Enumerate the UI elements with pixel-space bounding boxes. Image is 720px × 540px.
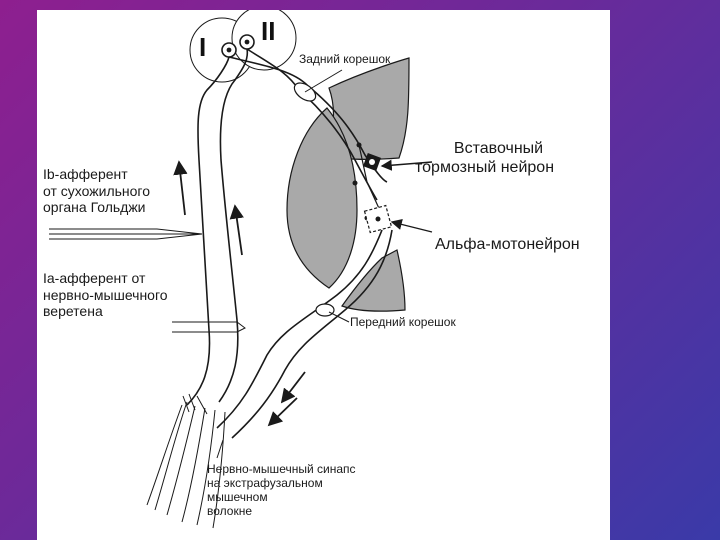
ia-afferent-line-1: Ia-афферент от	[43, 270, 146, 286]
ventral-root-label: Передний корешок	[350, 315, 456, 329]
ia-direction-arrow	[229, 204, 244, 256]
afferent-fibre-inner	[218, 48, 249, 403]
synapse-label: Нервно-мышечный синапс на экстрафузально…	[207, 462, 356, 519]
ventral-root-pointer	[328, 311, 350, 323]
interneuron-label-line-2: тормозный нейрон	[415, 158, 555, 176]
motoneuron-pointer	[390, 218, 433, 233]
interneuron-label-line-1: Вставочный	[453, 140, 544, 157]
interneuron-pointer	[380, 159, 433, 171]
efferent-fibre	[216, 229, 383, 429]
ia-pointer	[172, 321, 246, 333]
ia-afferent-line-3: веретена	[43, 303, 103, 320]
ia-afferent-label: Ia-афферент от нервно-мышечного веретена	[43, 270, 168, 320]
muscle-bundle	[146, 393, 226, 529]
receptor-label-two: II	[261, 16, 276, 46]
synapse-pointer	[216, 439, 224, 459]
synapse-line-3: мышечном	[207, 490, 268, 505]
synapse-line-4: волокне	[207, 504, 253, 519]
ventral-root-cut	[315, 303, 335, 317]
ib-direction-arrow	[173, 160, 188, 216]
interneuron-label: Вставочный тормозный нейрон	[415, 140, 554, 178]
interneuron-link	[358, 144, 383, 216]
efferent-arrow-upper	[280, 371, 306, 404]
ib-afferent-line-1: Ib-афферент	[43, 166, 128, 182]
efferent-fibre-outer	[231, 229, 393, 439]
grey-matter-body	[286, 107, 358, 289]
diagram-panel: I II Задний корешок Вставочный тормозный…	[37, 10, 610, 540]
alpha-motoneuron-label: Альфа-мотонейрон	[435, 236, 580, 253]
ventral-horn	[341, 249, 406, 312]
ib-afferent-line-2: от сухожильного	[43, 182, 151, 199]
ib-afferent-line-3: органа Гольджи	[43, 199, 146, 216]
efferent-arrow-lower	[267, 397, 298, 427]
synapse-line-2: на экстрафузальном	[207, 476, 323, 491]
ib-afferent-label: Ib-афферент от сухожильного органа Гольд…	[43, 166, 150, 216]
dorsal-root-pointer	[304, 69, 343, 93]
ia-afferent-line-2: нервно-мышечного	[43, 286, 168, 303]
reflex-arc-diagram	[49, 10, 433, 529]
receptor-label-one: I	[199, 32, 207, 62]
afferent-fibre-outer	[186, 56, 230, 406]
dorsal-fibre-lower	[246, 48, 378, 201]
dorsal-root-label: Задний корешок	[299, 52, 391, 66]
synapse-line-1: Нервно-мышечный синапс	[207, 462, 356, 476]
